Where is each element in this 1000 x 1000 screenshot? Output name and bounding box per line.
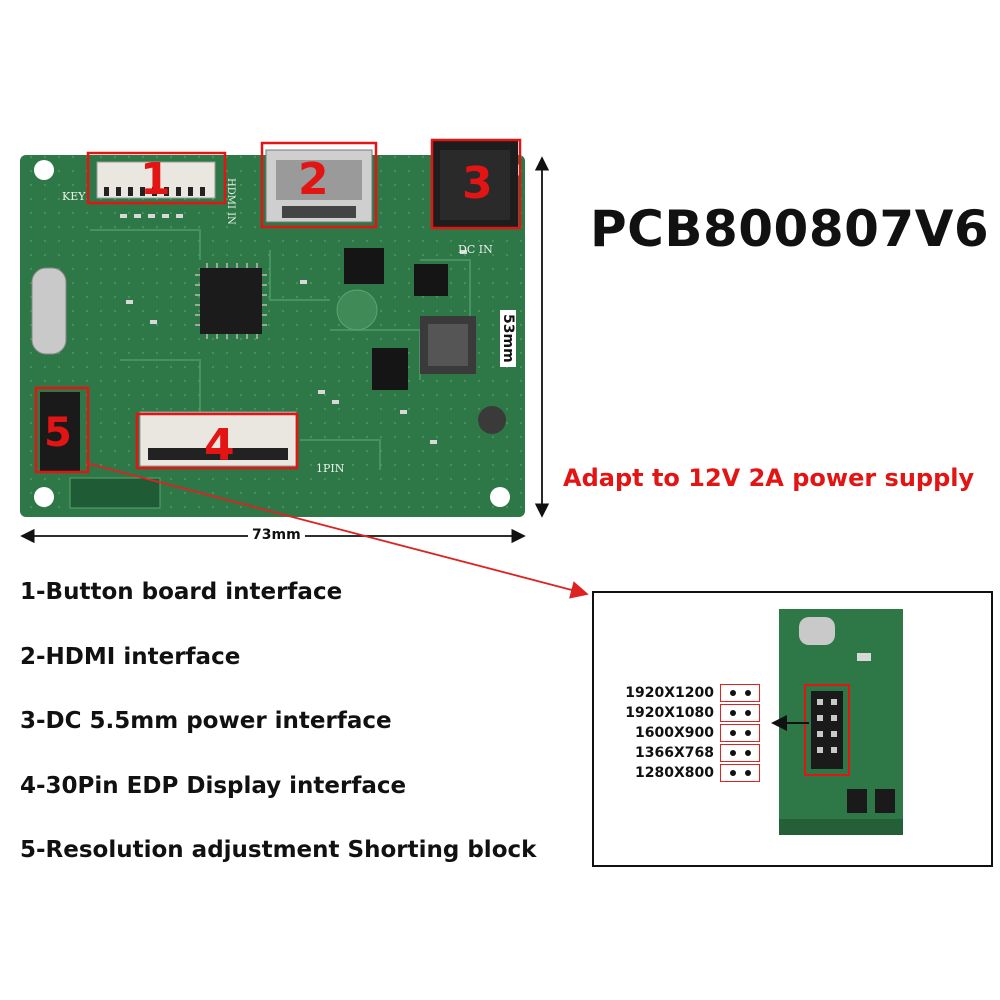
legend-item-5: 5-Resolution adjustment Shorting block xyxy=(20,837,537,863)
jumper-pins xyxy=(720,764,760,782)
resolution-label: 1366X768 xyxy=(635,745,714,761)
resolution-label: 1280X800 xyxy=(635,765,714,781)
inset-pointer-arrow xyxy=(771,715,809,731)
resolution-label: 1920X1200 xyxy=(625,685,714,701)
pin-label: 1PIN xyxy=(316,462,345,475)
jumper-pins xyxy=(720,684,760,702)
legend-item-4: 4-30Pin EDP Display interface xyxy=(20,773,407,799)
jumper-pins xyxy=(720,744,760,762)
model-title: PCB800807V6 xyxy=(590,200,990,258)
callout-boxes xyxy=(34,138,522,474)
key-label: KEY xyxy=(62,190,86,203)
inset-board-crop xyxy=(779,609,903,835)
height-dimension-label: 53mm xyxy=(500,310,516,367)
resolution-label: 1920X1080 xyxy=(625,705,714,721)
jumper-inset: 1920X1200 1920X1080 1600X900 1366X768 12… xyxy=(592,591,993,867)
width-dimension-label: 73mm xyxy=(248,527,305,543)
pcb-board xyxy=(20,140,525,517)
jumper-pins xyxy=(720,724,760,742)
power-note: Adapt to 12V 2A power supply xyxy=(563,464,975,492)
legend-item-2: 2-HDMI interface xyxy=(20,644,241,670)
legend-item-3: 3-DC 5.5mm power interface xyxy=(20,708,392,734)
resolution-row: 1600X900 xyxy=(616,723,760,743)
dc-label: DC IN xyxy=(458,243,493,256)
pointer-arrow xyxy=(85,462,589,599)
callout-5: 5 xyxy=(44,410,72,456)
callout-4: 4 xyxy=(204,420,235,471)
callout-3: 3 xyxy=(462,158,493,209)
callout-1: 1 xyxy=(140,154,171,205)
resolution-row: 1920X1200 xyxy=(616,683,760,703)
resolution-row: 1366X768 xyxy=(616,743,760,763)
callout-2: 2 xyxy=(298,154,329,205)
resolution-row: 1280X800 xyxy=(616,763,760,783)
jumper-pins xyxy=(720,704,760,722)
resolution-row: 1920X1080 xyxy=(616,703,760,723)
resolution-label: 1600X900 xyxy=(635,725,714,741)
hdmi-label: HDMI IN xyxy=(225,178,236,225)
resolution-list: 1920X1200 1920X1080 1600X900 1366X768 12… xyxy=(616,683,760,783)
legend-item-1: 1-Button board interface xyxy=(20,579,343,605)
